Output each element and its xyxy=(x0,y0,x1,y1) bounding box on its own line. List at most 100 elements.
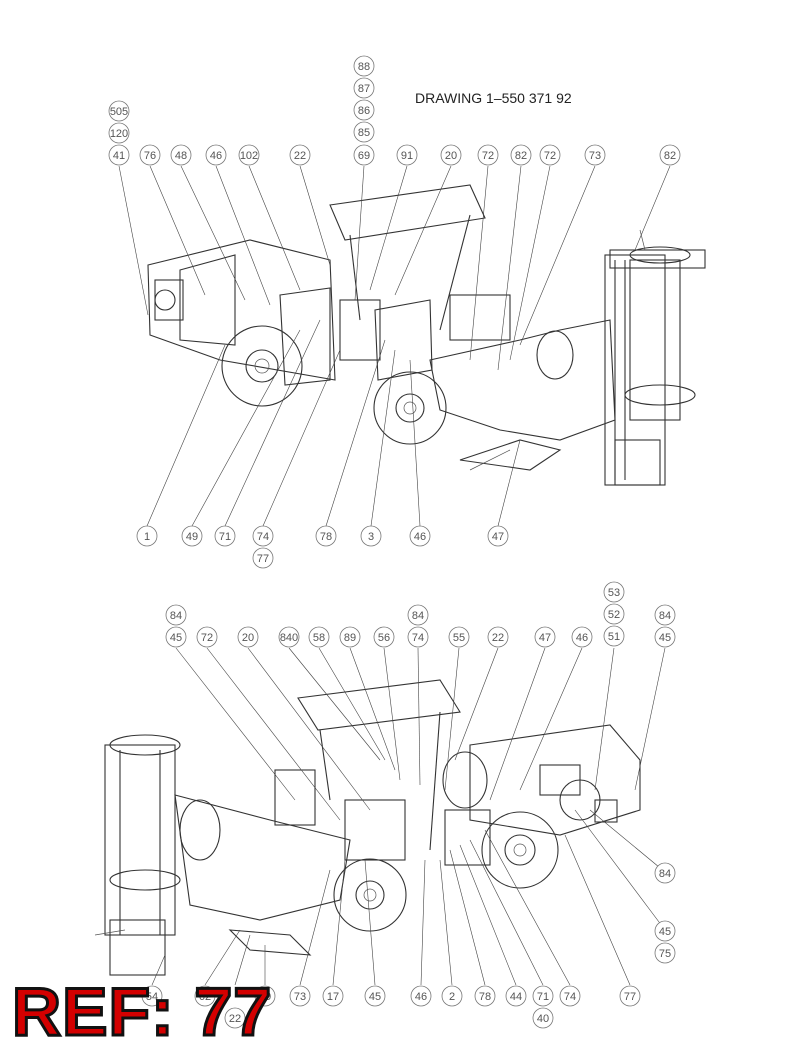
bottom-callout-label: 55 xyxy=(453,632,465,644)
top-callout-circle xyxy=(139,144,161,166)
top-callout-label: 88 xyxy=(358,61,370,73)
bottom-callout-circle xyxy=(532,985,554,1007)
bottom-callout-circle xyxy=(141,985,163,1007)
bottom-callout-label: 2 xyxy=(449,991,455,1003)
drawing-title: DRAWING 1–550 371 92 xyxy=(415,90,572,106)
top-callout-label: 3 xyxy=(368,531,374,543)
bottom-callout-label: 89 xyxy=(344,632,356,644)
top-callout-label: 102 xyxy=(240,150,258,162)
top-callout-circle xyxy=(353,77,375,99)
bottom-callout-label: 58 xyxy=(313,632,325,644)
top-callout-circle xyxy=(108,100,130,122)
bottom-callout-circle xyxy=(505,985,527,1007)
bottom-callout-circle xyxy=(571,626,593,648)
bottom-callout-circle xyxy=(289,985,311,1007)
bottom-callout-circle xyxy=(165,604,187,626)
bottom-callout-label: 40 xyxy=(537,1013,549,1025)
top-callout-circle xyxy=(659,144,681,166)
top-callout-circle xyxy=(181,525,203,547)
bottom-callout-circle xyxy=(603,603,625,625)
top-callout-circle xyxy=(409,525,431,547)
top-callout-circle xyxy=(238,144,260,166)
bottom-callout-label: 77 xyxy=(624,991,636,1003)
top-callout-label: 505 xyxy=(110,106,128,118)
bottom-callout-circle xyxy=(619,985,641,1007)
bottom-callout-label: 78 xyxy=(479,991,491,1003)
top-callout-circle xyxy=(396,144,418,166)
bottom-callout-label: 45 xyxy=(659,926,671,938)
top-callout-label: 20 xyxy=(445,150,457,162)
bottom-callout-circle xyxy=(410,985,432,1007)
top-callout-circle xyxy=(510,144,532,166)
bottom-callout-circle xyxy=(196,626,218,648)
top-callout-label: 72 xyxy=(482,150,494,162)
bottom-callout-label: 20 xyxy=(259,991,271,1003)
bottom-callout-circle xyxy=(224,1007,246,1029)
top-callout-circle xyxy=(360,525,382,547)
bottom-callout-label: 45 xyxy=(369,991,381,1003)
bottom-callout-label: 53 xyxy=(608,587,620,599)
leader-lines xyxy=(118,165,671,986)
top-callout-circle xyxy=(108,122,130,144)
top-callout-label: 82 xyxy=(515,150,527,162)
bottom-callout-label: 22 xyxy=(492,632,504,644)
top-callout-circle xyxy=(205,144,227,166)
bottom-callout-label: 56 xyxy=(378,632,390,644)
bottom-callout-label: 73 xyxy=(294,991,306,1003)
top-callout-label: 46 xyxy=(210,150,222,162)
bottom-callout-label: 46 xyxy=(576,632,588,644)
bottom-callout-label: 84 xyxy=(170,610,182,622)
bottom-callout-circle xyxy=(603,625,625,647)
top-callout-label: 73 xyxy=(589,150,601,162)
top-callout-circle xyxy=(353,121,375,143)
bottom-callout-circle xyxy=(559,985,581,1007)
top-callout-circle xyxy=(487,525,509,547)
top-callout-circle xyxy=(252,525,274,547)
top-callout-label: 72 xyxy=(544,150,556,162)
top-callout-label: 71 xyxy=(219,531,231,543)
bottom-callout-circle xyxy=(237,626,259,648)
bottom-callout-circle xyxy=(407,604,429,626)
top-callout-label: 47 xyxy=(492,531,504,543)
bottom-callout-circle xyxy=(165,626,187,648)
bottom-callout-label: 22 xyxy=(229,1013,241,1025)
bottom-callout-label: 75 xyxy=(659,948,671,960)
bottom-callout-circle xyxy=(534,626,556,648)
bottom-callout-circle xyxy=(373,626,395,648)
bottom-machine-drawing xyxy=(94,679,641,976)
bottom-callout-label: 45 xyxy=(170,632,182,644)
top-callout-label: 49 xyxy=(186,531,198,543)
top-callout-label: 1 xyxy=(144,531,150,543)
bottom-callout-label: 54 xyxy=(146,991,158,1003)
top-callout-label: 82 xyxy=(664,150,676,162)
top-callout-label: 85 xyxy=(358,127,370,139)
top-callout-circle xyxy=(440,144,462,166)
top-callout-label: 78 xyxy=(320,531,332,543)
top-callout-circle xyxy=(539,144,561,166)
top-callout-circle xyxy=(214,525,236,547)
top-callout-circle xyxy=(170,144,192,166)
ref-label: REF: 77 xyxy=(10,974,273,1050)
bottom-callout-circle xyxy=(339,626,361,648)
top-callout-label: 91 xyxy=(401,150,413,162)
bottom-callout-label: 62 xyxy=(199,991,211,1003)
top-callout-label: 74 xyxy=(257,531,269,543)
bottom-callout-label: 52 xyxy=(608,609,620,621)
top-callout-circle xyxy=(353,55,375,77)
bottom-callout-circle xyxy=(441,985,463,1007)
bottom-callout-label: 17 xyxy=(327,991,339,1003)
top-callout-circle xyxy=(477,144,499,166)
top-callout-label: 48 xyxy=(175,150,187,162)
bottom-callout-circle xyxy=(278,626,300,648)
top-callout-circle xyxy=(289,144,311,166)
top-callout-circle xyxy=(252,547,274,569)
top-callout-label: 120 xyxy=(110,128,128,140)
top-callout-label: 86 xyxy=(358,105,370,117)
bottom-callout-label: 84 xyxy=(659,868,671,880)
bottom-callout-label: 45 xyxy=(659,632,671,644)
bottom-callout-label: 71 xyxy=(537,991,549,1003)
bottom-callout-circle xyxy=(448,626,470,648)
bottom-callout-circle xyxy=(532,1007,554,1029)
bottom-callout-circle xyxy=(474,985,496,1007)
